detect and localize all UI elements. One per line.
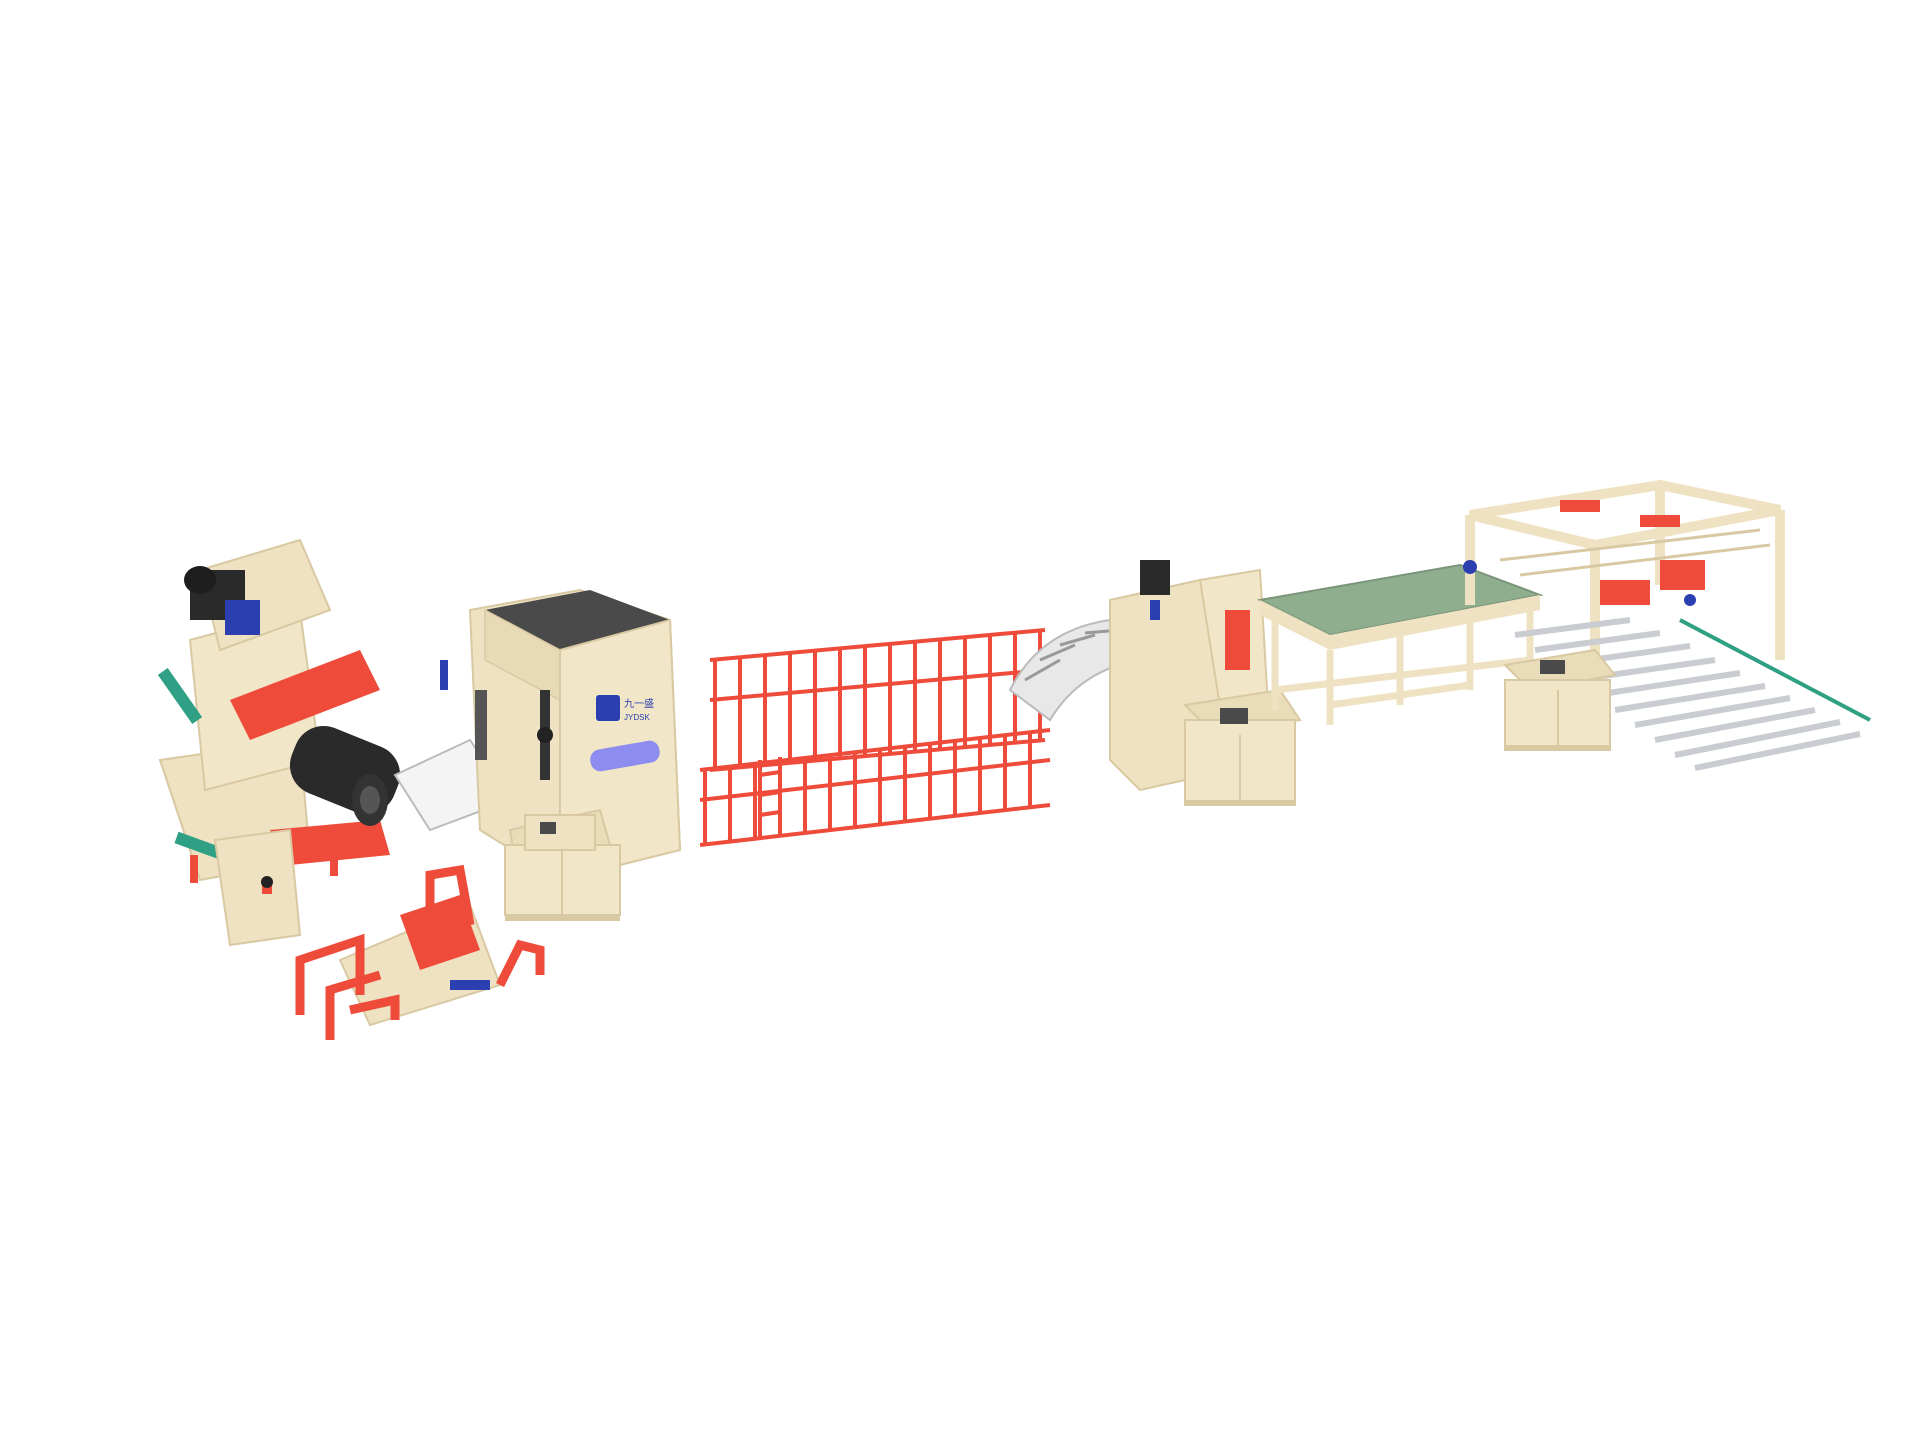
hydraulic-cylinder: [157, 667, 203, 725]
hmi-screen: [540, 822, 556, 834]
coil-car: [295, 864, 545, 1040]
shear-motor: [1140, 560, 1170, 595]
mandrel: [289, 725, 401, 826]
uncoiler-motor: [184, 566, 260, 635]
uncoiler: [157, 538, 401, 947]
control-cabinet-3: [1502, 648, 1617, 751]
belt-conveyor: [1256, 563, 1544, 725]
control-cabinet-1: [504, 808, 621, 922]
stacker-gantry: [1463, 479, 1785, 705]
leveler: 九一盛 JYDSK: [393, 588, 682, 882]
safety-fence: [699, 628, 1051, 847]
brand-logo: 九一盛 JYDSK: [596, 695, 654, 722]
logo-en-text: JYDSK: [624, 713, 650, 722]
control-cabinet-2: [1182, 688, 1302, 806]
roller-ends: [1679, 618, 1871, 722]
logo-cn-text: 九一盛: [624, 697, 654, 710]
hmi-screen: [1540, 660, 1565, 674]
hmi-screen: [1220, 708, 1248, 724]
